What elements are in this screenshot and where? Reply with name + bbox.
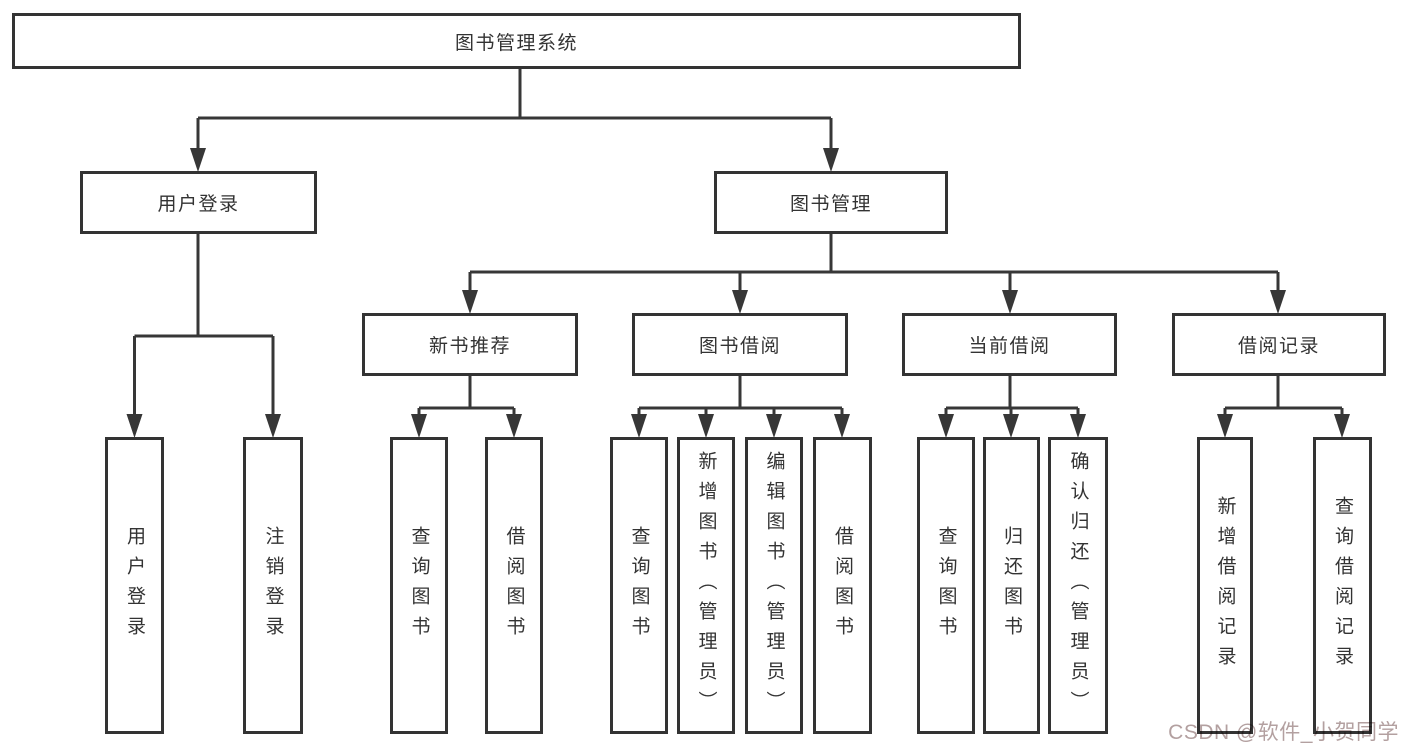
node-label: 借阅图书 [832, 525, 853, 646]
node-label: 图书借阅 [698, 336, 781, 357]
node-label: 新增借阅记录 [1214, 495, 1236, 676]
leaf-query-books: 查询图书 [610, 437, 668, 734]
node-book-management: 图书管理 [714, 171, 948, 234]
node-label: 新增图书（管理员） [695, 450, 717, 721]
node-label: 编辑图书（管理员） [763, 450, 785, 721]
leaf-return-books: 归还图书 [983, 437, 1040, 734]
node-label: 借阅图书 [503, 525, 525, 646]
node-borrowing-records: 借阅记录 [1172, 313, 1386, 376]
node-label: 借阅记录 [1237, 336, 1320, 357]
leaf-user-login: 用户登录 [105, 437, 164, 734]
leaf-edit-books-admin: 编辑图书（管理员） [745, 437, 803, 734]
node-new-book-recommend: 新书推荐 [362, 313, 578, 376]
node-label: 查询图书 [935, 525, 957, 646]
node-label: 注销登录 [262, 525, 284, 646]
leaf-borrow-books: 借阅图书 [485, 437, 543, 734]
node-current-borrowing: 当前借阅 [902, 313, 1117, 376]
leaf-query-borrow-record: 查询借阅记录 [1313, 437, 1372, 734]
node-label: 归还图书 [1001, 525, 1022, 646]
node-label: 图书管理系统 [454, 32, 578, 54]
leaf-query-books: 查询图书 [917, 437, 975, 734]
node-library-system: 图书管理系统 [12, 13, 1021, 69]
node-label: 查询图书 [628, 525, 650, 646]
node-label: 新书推荐 [428, 336, 511, 357]
leaf-add-books-admin: 新增图书（管理员） [677, 437, 735, 734]
node-label: 图书管理 [789, 194, 872, 215]
leaf-add-borrow-record: 新增借阅记录 [1197, 437, 1253, 734]
node-label: 用户登录 [124, 525, 145, 646]
leaf-query-books: 查询图书 [390, 437, 448, 734]
node-label: 当前借阅 [968, 336, 1051, 357]
leaf-confirm-return-admin: 确认归还（管理员） [1048, 437, 1108, 734]
csdn-watermark: CSDN @软件_小贺同学 [1168, 721, 1399, 744]
node-label: 查询图书 [408, 525, 430, 646]
leaf-logout: 注销登录 [243, 437, 303, 734]
node-label: 用户登录 [157, 194, 240, 215]
node-user-login: 用户登录 [80, 171, 317, 234]
node-label: 确认归还（管理员） [1067, 450, 1089, 721]
node-book-borrowing: 图书借阅 [632, 313, 848, 376]
node-label: 查询借阅记录 [1332, 495, 1353, 676]
leaf-borrow-books: 借阅图书 [813, 437, 872, 734]
arrowheads [126, 148, 1350, 438]
